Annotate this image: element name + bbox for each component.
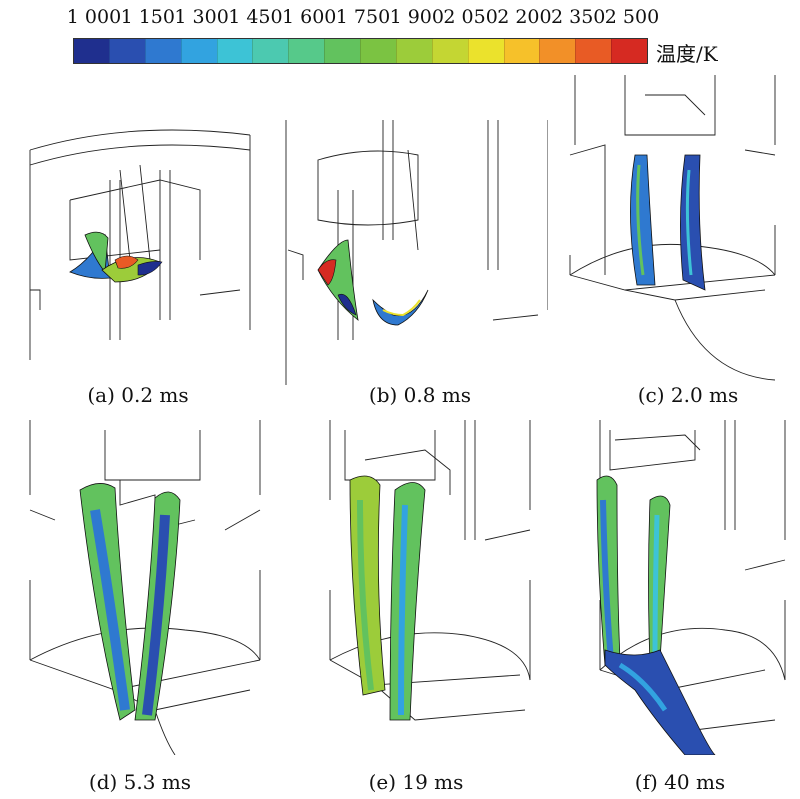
colorbar-segment: [252, 39, 289, 63]
colorbar-segment: [74, 39, 109, 63]
colorbar-segment: [503, 39, 540, 63]
colorbar-tick-label: 1 450: [228, 6, 283, 28]
colorbar-tick-label: 2 500: [604, 6, 660, 28]
panel-f-flame-bottom: [604, 649, 716, 755]
colorbar-segment: [288, 39, 325, 63]
colorbar-tick-label: 1 750: [335, 6, 391, 28]
colorbar-tick-label: 1 000: [66, 6, 122, 28]
panel-b-drawing: [285, 120, 548, 385]
colorbar-segment: [324, 39, 360, 63]
colorbar-segment: [431, 39, 468, 63]
colorbar-segment: [467, 39, 504, 63]
panel-c-caption: (c) 2.0 ms: [637, 383, 739, 407]
panel-f-flame-left: [596, 475, 621, 666]
colorbar-tick-label: 1 300: [174, 6, 229, 28]
panel-d-flame-right: [134, 491, 181, 721]
panel-d-flame-left: [79, 483, 136, 721]
colorbar-segment: [216, 39, 253, 63]
colorbar-tick-label: 2 350: [550, 6, 606, 28]
panel-d-drawing: [29, 420, 261, 755]
panel-e-caption: (e) 19 ms: [368, 770, 464, 794]
panel-b-flame-right: [372, 289, 429, 326]
panel-c-drawing: [569, 75, 776, 381]
colorbar-segment: [611, 39, 647, 63]
colorbar-segment: [539, 39, 576, 63]
colorbar-gradient: [73, 38, 648, 64]
panel-e-flame-right: [389, 482, 426, 721]
colorbar-segment: [108, 39, 145, 63]
colorbar-tick-label: 1 150: [120, 6, 175, 28]
panel-f-flame-right: [648, 495, 671, 666]
panel-a-flame-left: [69, 231, 111, 279]
colorbar-segment: [395, 39, 432, 63]
colorbar-segment: [360, 39, 396, 63]
panel-e-flame-left: [349, 475, 386, 696]
panel-a-drawing: [29, 129, 251, 360]
panel-b: [278, 110, 548, 385]
panel-f: [575, 420, 790, 755]
panel-a: [10, 110, 265, 375]
panel-f-caption: (f) 40 ms: [634, 770, 726, 794]
panel-a-caption: (a) 0.2 ms: [87, 383, 189, 407]
panel-d-caption: (d) 5.3 ms: [88, 770, 192, 794]
panel-b-flame-left: [317, 239, 359, 321]
colorbar-segment: [144, 39, 181, 63]
colorbar-tick-label: 1 600: [281, 6, 337, 28]
colorbar-tick-label: 2 200: [497, 6, 552, 28]
panel-e-drawing: [329, 420, 531, 721]
colorbar-segment: [180, 39, 217, 63]
panel-c-flame-right: [680, 154, 706, 291]
colorbar-tick-label: 2 050: [443, 6, 498, 28]
panel-e: [305, 420, 545, 755]
panel-a-flame-right: [101, 255, 163, 283]
panel-d: [25, 420, 270, 755]
colorbar-tick-label: 1 900: [389, 6, 444, 28]
colorbar-unit-label: 温度/K: [656, 42, 718, 66]
panel-b-caption: (b) 0.8 ms: [368, 383, 472, 407]
panel-f-drawing: [596, 420, 786, 755]
panel-c-flame-left: [630, 154, 656, 286]
colorbar-segment: [575, 39, 612, 63]
panel-c: [565, 75, 785, 387]
